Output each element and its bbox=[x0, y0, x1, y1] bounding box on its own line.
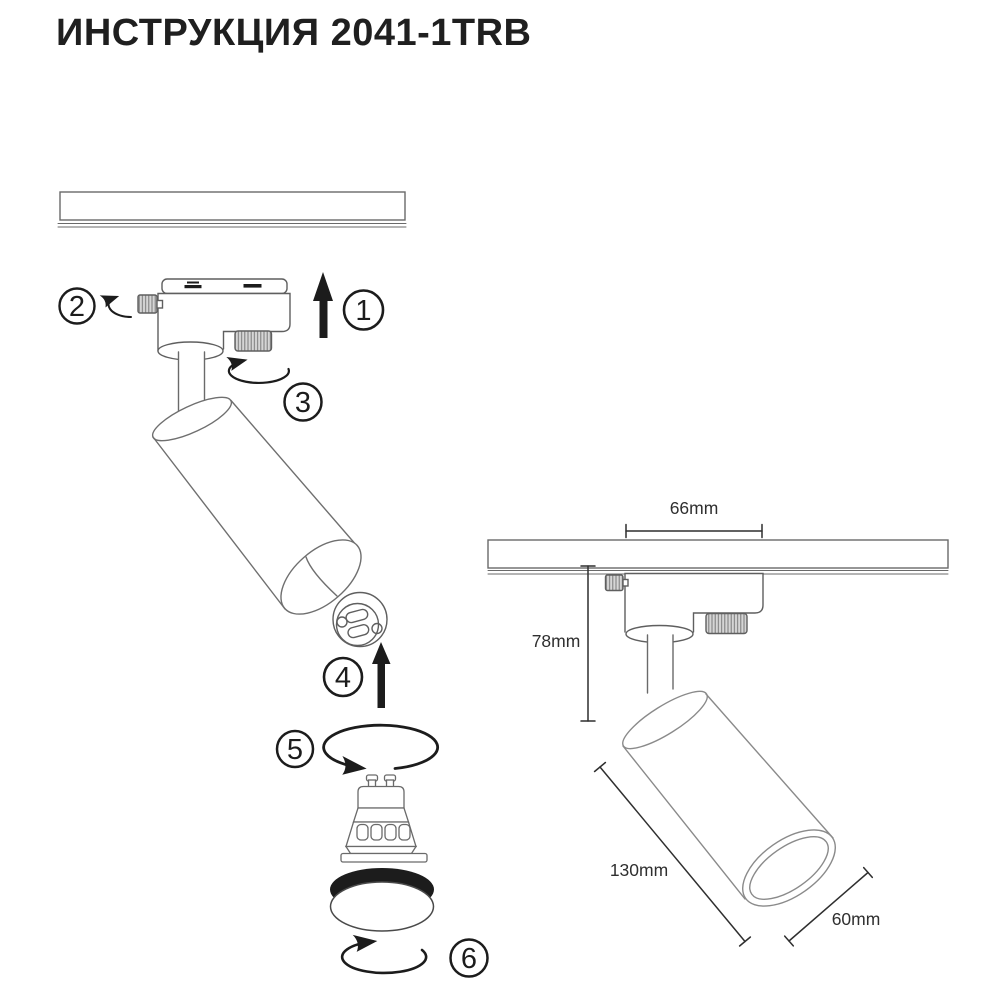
step-6-number: 6 bbox=[461, 943, 477, 975]
spotlight-body-mounted bbox=[622, 690, 836, 907]
gu10-socket-ring bbox=[332, 591, 388, 648]
page-title: ИНСТРУКЦИЯ 2041-1TRB bbox=[56, 12, 532, 54]
step-5-badge: 5 bbox=[275, 729, 315, 769]
front-rim-inner bbox=[749, 836, 829, 900]
dimension-60mm: 60mm bbox=[783, 866, 881, 947]
step-1-badge: 1 bbox=[342, 289, 385, 331]
dimension-130mm-label: 130mm bbox=[610, 860, 668, 880]
gu10-bulb bbox=[340, 774, 428, 863]
step-6-badge: 6 bbox=[449, 938, 489, 978]
trim-ring bbox=[329, 868, 435, 932]
spotlight-front-rim bbox=[280, 539, 362, 615]
step-3-badge: 3 bbox=[283, 382, 323, 422]
bulb-shoulder bbox=[352, 807, 410, 823]
swivel-knob-mounted bbox=[705, 612, 748, 635]
rotate-arrow-step5 bbox=[322, 723, 440, 775]
rotate-arrow-step2 bbox=[99, 295, 132, 318]
bezel-seam bbox=[305, 556, 338, 597]
lock-screw-knob bbox=[137, 294, 158, 314]
socket-hole-left bbox=[336, 616, 348, 628]
dimension-view: 66mm 78mm bbox=[487, 498, 949, 947]
track-adapter bbox=[137, 278, 291, 361]
step-2-badge: 2 bbox=[58, 287, 96, 325]
socket-hole-right bbox=[371, 622, 383, 635]
socket-up-arrow bbox=[372, 642, 391, 708]
rotate-arrow-step6 bbox=[340, 934, 428, 975]
contact-mark-right bbox=[243, 284, 262, 288]
step-4-number: 4 bbox=[335, 662, 351, 694]
exploded-view: 1 2 bbox=[57, 191, 489, 978]
dimension-60mm-label: 60mm bbox=[832, 909, 881, 929]
dimension-66mm: 66mm bbox=[625, 498, 763, 539]
adapter-stem-mounted bbox=[646, 634, 674, 694]
step-5-number: 5 bbox=[287, 734, 303, 766]
dimension-78mm: 78mm bbox=[532, 565, 596, 722]
insert-up-arrow bbox=[313, 272, 333, 338]
bulb-neck bbox=[357, 785, 405, 809]
contact-mark-small bbox=[187, 281, 199, 284]
dimension-130mm: 130mm bbox=[593, 761, 752, 947]
step-3-number: 3 bbox=[295, 387, 311, 419]
dimension-78mm-label: 78mm bbox=[532, 631, 581, 651]
dimension-66mm-label: 66mm bbox=[670, 498, 719, 518]
swivel-knurled-knob bbox=[234, 330, 273, 352]
front-rim-outer bbox=[742, 829, 836, 907]
track-rail bbox=[57, 191, 407, 228]
bulb-face-flange bbox=[340, 852, 428, 863]
contact-mark-left bbox=[184, 285, 202, 289]
spotlight-body bbox=[151, 396, 362, 615]
track-adapter-mounted bbox=[604, 572, 764, 644]
lock-screw-knob-mounted bbox=[604, 574, 624, 592]
step-1-number: 1 bbox=[355, 295, 371, 327]
rotate-arrow-step3 bbox=[226, 357, 290, 384]
socket-slot-lower bbox=[347, 624, 370, 639]
step-4-badge: 4 bbox=[322, 656, 364, 698]
track-rail-mounted bbox=[487, 539, 949, 575]
step-2-number: 2 bbox=[69, 291, 85, 323]
